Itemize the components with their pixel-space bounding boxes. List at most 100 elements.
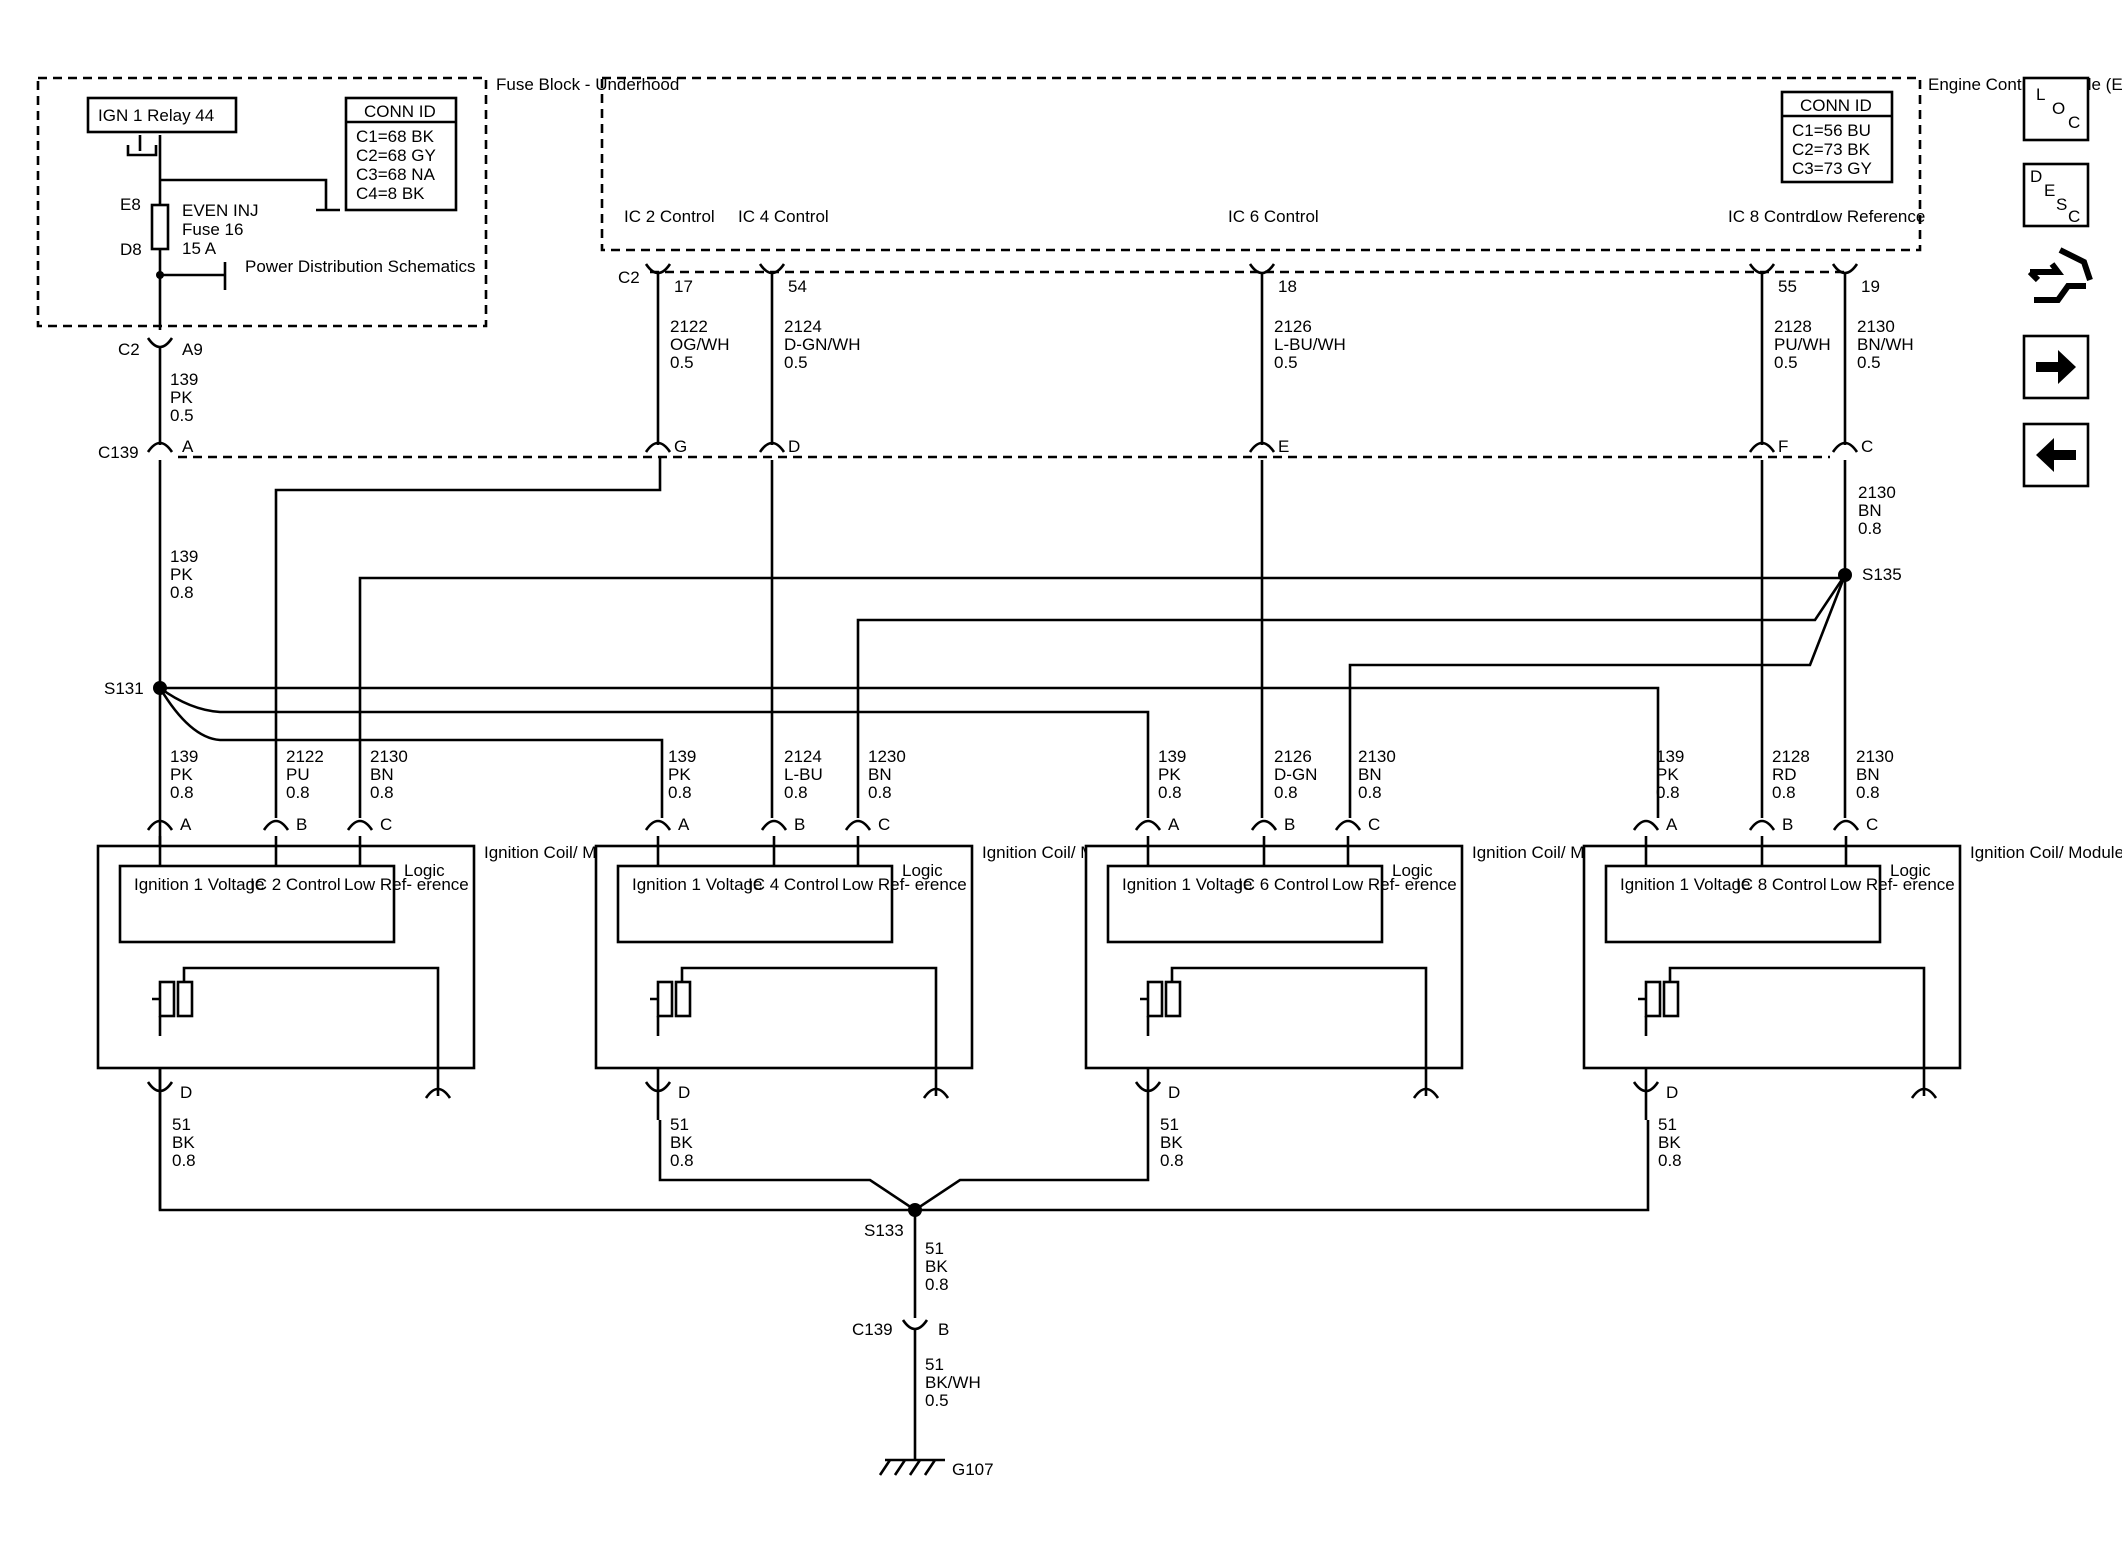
wire-size: 0.8	[1158, 783, 1182, 802]
svg-text:C: C	[2068, 113, 2080, 132]
wire-circuit: 2122	[670, 317, 708, 336]
wire-circuit: 1230	[868, 747, 906, 766]
wire-size: 0.8	[1772, 783, 1796, 802]
relay-contact	[126, 135, 340, 212]
wire-circuit: 139	[170, 547, 198, 566]
module-pin-letter: B	[1782, 815, 1793, 834]
wire-circuit: 2126	[1274, 747, 1312, 766]
splice-s135-label: S135	[1862, 565, 1902, 584]
logic-box	[1106, 864, 1384, 944]
ign-bus-8	[160, 686, 1660, 818]
module-pin-label: Low Ref- erence	[344, 875, 469, 894]
coil-symbol	[1146, 980, 1164, 1018]
wire-color: BN	[1858, 501, 1882, 520]
wire-color: PK	[170, 565, 193, 584]
module-pin-label: IC 2 Control	[250, 875, 341, 894]
ground-bus-inner	[658, 1120, 1150, 1212]
module-pin-label: Ignition 1 Voltage	[1122, 875, 1252, 894]
wire-size: 0.5	[1857, 353, 1881, 372]
ecm-pin-number: 18	[1278, 277, 1297, 296]
lowref-bus-6	[1348, 574, 1847, 818]
wire-color: BK	[1658, 1133, 1681, 1152]
ecm-pin-label: Low Reference	[1811, 207, 1925, 226]
wire-circuit: 2130	[1857, 317, 1895, 336]
wire-size: 0.8	[1274, 783, 1298, 802]
c2-pin-label: A9	[182, 340, 203, 359]
wire-circuit: 2130	[1856, 747, 1894, 766]
module-pin-letter: C	[1866, 815, 1878, 834]
right-arrow-icon[interactable]	[2022, 334, 2090, 400]
wire-size: 0.8	[868, 783, 892, 802]
svg-text:O: O	[2052, 99, 2065, 118]
wire-size: 0.8	[1658, 1151, 1682, 1170]
wire-color: PK	[668, 765, 691, 784]
wire-circuit: 2124	[784, 747, 822, 766]
wire-size: 0.8	[784, 783, 808, 802]
fuse-rating: 15 A	[182, 239, 217, 258]
fuse-pin-in: E8	[120, 195, 141, 214]
ic2-wire	[274, 457, 662, 818]
ecm-conn-id-title: CONN ID	[1800, 96, 1872, 115]
wire-color: L-BU	[784, 765, 823, 784]
ecm-conn-row: C3=73 GY	[1792, 159, 1872, 178]
wire-size: 0.8	[1858, 519, 1882, 538]
wire-color: D-GN/WH	[784, 335, 860, 354]
logic-label: Logic	[404, 861, 445, 880]
wire-size: 0.5	[1274, 353, 1298, 372]
wire-color: PU	[286, 765, 310, 784]
ecm-pin-label: IC 2 Control	[624, 207, 715, 226]
power-distribution-ref[interactable]: Power Distribution Schematics	[245, 257, 476, 276]
wire-color: L-BU/WH	[1274, 335, 1346, 354]
ecm-pin-number: 19	[1861, 277, 1880, 296]
connector-view-icon[interactable]	[2027, 247, 2093, 303]
loc-button[interactable]: L O C	[2022, 76, 2090, 142]
wire-size: 0.8	[170, 783, 194, 802]
left-arrow-icon[interactable]	[2022, 422, 2090, 488]
wire-circuit: 2130	[370, 747, 408, 766]
ign-bus-4	[158, 687, 664, 818]
fuse-conn-row: C1=68 BK	[356, 127, 435, 146]
wire-size: 0.8	[286, 783, 310, 802]
c139-pin-label: D	[788, 437, 800, 456]
wire-color: PK	[170, 765, 193, 784]
module-ground-pin: D	[678, 1083, 690, 1102]
wire-size: 0.8	[1856, 783, 1880, 802]
wire-size: 0.5	[170, 406, 194, 425]
splice-s133-label: S133	[864, 1221, 904, 1240]
wire-size: 0.8	[172, 1151, 196, 1170]
svg-text:D: D	[2030, 167, 2042, 186]
wire-circuit: 2128	[1774, 317, 1812, 336]
desc-button[interactable]: D E S C	[2022, 162, 2090, 228]
module-pin-letter: A	[180, 815, 192, 834]
wire-color: BK	[1160, 1133, 1183, 1152]
module-pin-letter: A	[1666, 815, 1678, 834]
wire-size: 0.5	[670, 353, 694, 372]
splice-s131-label: S131	[104, 679, 144, 698]
ignition-coil-module-4: 139PK0.8A2124L-BU0.8B1230BN0.8CIgnition …	[594, 747, 1150, 1170]
fuse-block-outline	[36, 76, 488, 328]
wire-circuit: 51	[1160, 1115, 1179, 1134]
ecm-pin-label: IC 6 Control	[1228, 207, 1319, 226]
wire-circuit: 51	[1658, 1115, 1677, 1134]
wire-color: OG/WH	[670, 335, 730, 354]
module-pin-letter: B	[1284, 815, 1295, 834]
c139-ground-connector: C139	[852, 1320, 893, 1339]
wire-color: PK	[1656, 765, 1679, 784]
module-pin-letter: A	[678, 815, 690, 834]
ecm-pin-number: 54	[788, 277, 807, 296]
module-pin-label: Ignition 1 Voltage	[134, 875, 264, 894]
ground-symbol	[878, 1458, 945, 1476]
module-ground-pin: D	[180, 1083, 192, 1102]
ground-bus-outer	[158, 1120, 1650, 1212]
wire-size: 0.8	[370, 783, 394, 802]
wire-color: D-GN	[1274, 765, 1317, 784]
fuse-name: EVEN INJ	[182, 201, 259, 220]
c2-connector-label: C2	[118, 340, 140, 359]
svg-text:S: S	[2056, 195, 2067, 214]
